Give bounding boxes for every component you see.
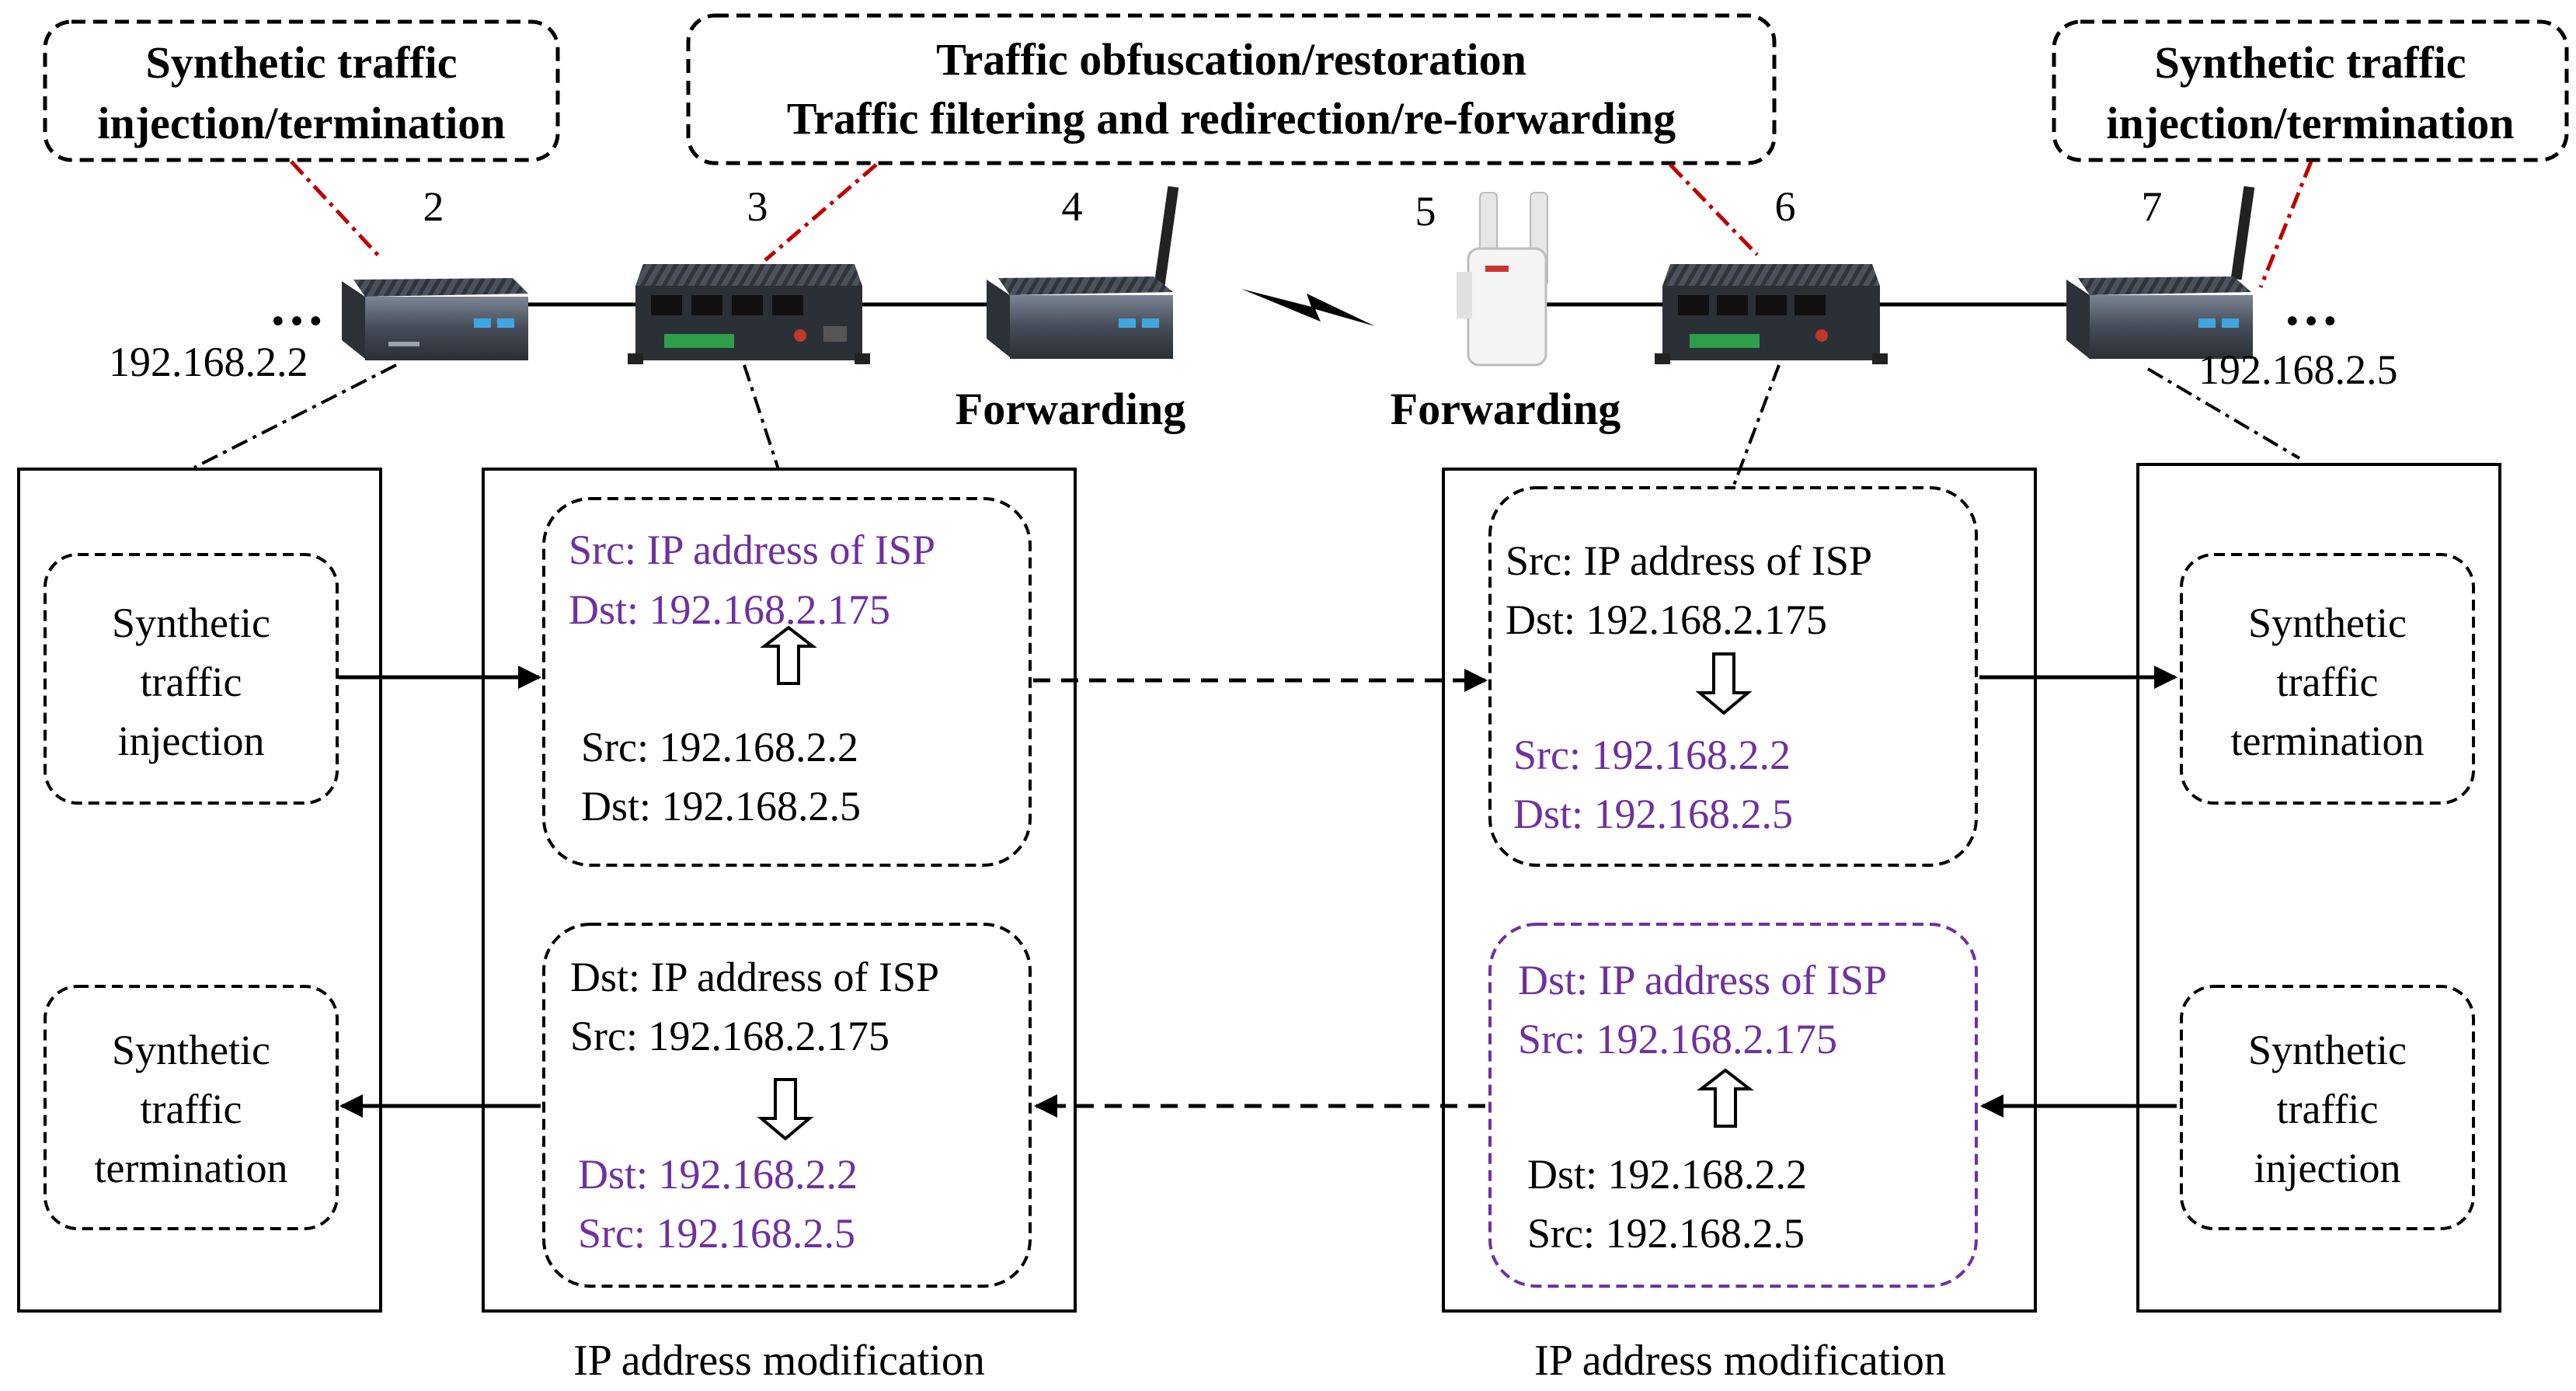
mod-left-bottom-box: Dst: IP address of ISP Src: 192.168.2.17…: [542, 923, 1032, 1288]
device-number-4: 4: [1062, 183, 1083, 230]
top-label-left-line1: Synthetic traffic: [145, 37, 457, 88]
red-connectors: [290, 160, 2313, 288]
device-2-ip: 192.168.2.2: [109, 339, 308, 385]
left-inject-line1: Synthetic: [112, 600, 270, 646]
device-2-mini-pc-icon: [342, 278, 528, 360]
mod-right-bottom-after-src: Src: 192.168.2.175: [1518, 1016, 1837, 1062]
mod-right-top-box: Src: IP address of ISP Dst: 192.168.2.17…: [1488, 486, 1978, 867]
top-label-center: Traffic obfuscation/restoration Traffic …: [686, 13, 1777, 165]
top-label-center-line1: Traffic obfuscation/restoration: [936, 34, 1526, 85]
right-terminate-box: Synthetic traffic termination: [2180, 553, 2475, 805]
right-terminate-line1: Synthetic: [2248, 600, 2407, 646]
device-7-ip: 192.168.2.5: [2198, 346, 2398, 393]
left-inject-line2: traffic: [141, 659, 242, 705]
mod-right-bottom-before-dst: Dst: 192.168.2.2: [1527, 1151, 1807, 1198]
mod-left-top-box: Src: IP address of ISP Dst: 192.168.2.17…: [542, 497, 1032, 867]
device-6-industrial-pc-icon: [1655, 264, 1888, 364]
mod-left-top-after-src: Src: IP address of ISP: [569, 527, 935, 573]
more-devices-left: …: [269, 275, 325, 337]
left-terminate-box: Synthetic traffic termination: [44, 985, 339, 1230]
connector-device3-mod-left: [743, 364, 780, 470]
caption-left: IP address modification: [573, 1337, 985, 1385]
device-7-mini-pc-antenna-icon: [2066, 186, 2255, 359]
device-number-6: 6: [1775, 183, 1796, 230]
connector-device7-right-panel: [2146, 367, 2301, 460]
top-label-center-line2: Traffic filtering and redirection/re-for…: [787, 93, 1676, 144]
left-terminate-line3: termination: [95, 1145, 288, 1191]
connector-device2-left-panel: [193, 363, 397, 469]
mod-left-bottom-before-dst: Dst: IP address of ISP: [570, 954, 939, 1000]
mod-left-top-before-src: Src: 192.168.2.2: [581, 724, 858, 770]
arrow-down-icon: [1695, 652, 1753, 715]
wireless-link-icon: [1241, 289, 1375, 326]
arrow-down-icon: [757, 1078, 814, 1141]
device-number-3: 3: [747, 183, 768, 230]
device-number-7: 7: [2142, 183, 2163, 230]
arrow-up-icon: [1697, 1068, 1754, 1128]
mod-left-bottom-before-src: Src: 192.168.2.175: [570, 1013, 889, 1059]
mod-right-bottom-before-src: Src: 192.168.2.5: [1527, 1210, 1805, 1257]
left-terminate-line1: Synthetic: [112, 1027, 270, 1073]
more-devices-right: …: [2283, 275, 2339, 337]
mod-right-bottom-box: Dst: IP address of ISP Src: 192.168.2.17…: [1488, 923, 1978, 1288]
mod-left-bottom-after-src: Src: 192.168.2.5: [578, 1210, 855, 1257]
device-5-wifi-extender-icon: [1457, 192, 1548, 367]
device-3-industrial-pc-icon: [628, 264, 870, 364]
mod-left-top-before-dst: Dst: 192.168.2.5: [581, 783, 861, 829]
right-inject-line3: injection: [2254, 1145, 2401, 1191]
top-label-left: Synthetic traffic injection/termination: [43, 19, 560, 162]
right-terminate-line2: traffic: [2277, 659, 2379, 705]
device-number-2: 2: [423, 183, 444, 230]
mod-right-bottom-after-dst: Dst: IP address of ISP: [1518, 957, 1887, 1003]
mod-left-top-after-dst: Dst: 192.168.2.175: [569, 586, 890, 633]
top-label-right: Synthetic traffic injection/termination: [2052, 19, 2569, 162]
top-label-right-line2: injection/termination: [2106, 98, 2514, 148]
top-label-right-line1: Synthetic traffic: [2154, 37, 2466, 88]
left-endpoint-panel: [17, 468, 382, 1313]
red-connector-right: [2258, 161, 2313, 288]
device-number-5: 5: [1415, 188, 1436, 235]
left-terminate-line2: traffic: [141, 1086, 242, 1132]
flow-arrows: [339, 666, 2177, 1118]
left-inject-line3: injection: [118, 718, 265, 764]
right-terminate-line3: termination: [2231, 718, 2425, 764]
right-inject-line1: Synthetic: [2248, 1027, 2407, 1073]
red-connector-left: [290, 160, 381, 258]
left-modification-panel: [482, 468, 1077, 1313]
forwarding-label-right: Forwarding: [1391, 384, 1620, 434]
mod-right-top-after-src: Src: 192.168.2.2: [1513, 732, 1791, 778]
device-labels: 2 3 4 5 6 7 192.168.2.2 192.168.2.5: [109, 183, 2398, 393]
mod-right-top-before-src: Src: IP address of ISP: [1506, 537, 1872, 584]
red-connector-center-left: [764, 163, 878, 262]
right-inject-line2: traffic: [2277, 1086, 2379, 1132]
forwarding-label-left: Forwarding: [956, 384, 1185, 434]
mod-right-top-before-dst: Dst: 192.168.2.175: [1506, 596, 1827, 643]
top-label-left-line2: injection/termination: [97, 98, 505, 148]
right-inject-box: Synthetic traffic injection: [2180, 985, 2475, 1230]
left-inject-box: Synthetic traffic injection: [44, 553, 339, 805]
right-endpoint-panel: [2136, 463, 2501, 1313]
caption-right: IP address modification: [1534, 1337, 1946, 1385]
device-4-mini-pc-antenna-icon: [987, 186, 1179, 359]
arrow-up-icon: [760, 625, 817, 685]
right-modification-panel: [1442, 468, 2037, 1313]
red-connector-center-right: [1669, 163, 1759, 256]
mod-left-bottom-after-dst: Dst: 192.168.2.2: [578, 1151, 858, 1198]
mod-right-top-after-dst: Dst: 192.168.2.5: [1513, 791, 1793, 837]
